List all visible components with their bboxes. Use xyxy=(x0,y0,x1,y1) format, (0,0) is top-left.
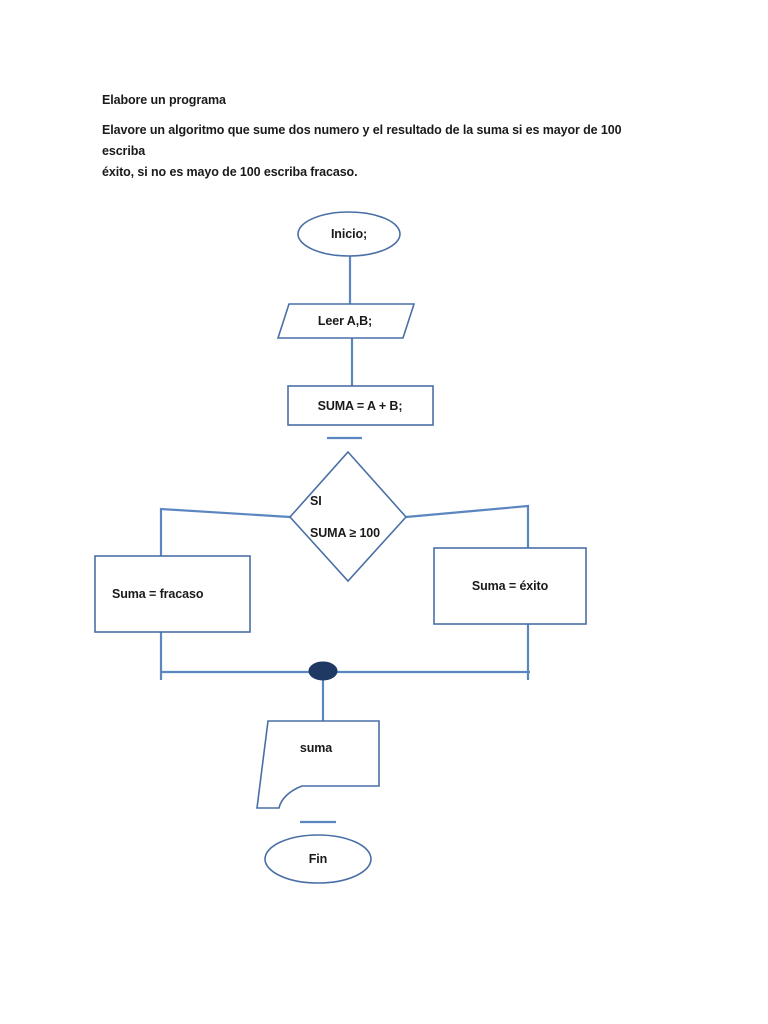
node-decision-label-line-2: SUMA ≥ 100 xyxy=(310,526,380,540)
parallelogram-shape xyxy=(276,303,416,339)
output-shape xyxy=(256,720,380,809)
node-fracaso-label: Suma = fracaso xyxy=(112,587,204,601)
node-merge xyxy=(308,661,338,681)
diamond-shape xyxy=(288,450,408,583)
node-decision-label-line-1: SI xyxy=(310,494,322,508)
process-shape xyxy=(433,547,587,625)
node-exito-label: Suma = éxito xyxy=(472,579,549,593)
node-suma-label: SUMA = A + B; xyxy=(318,399,403,413)
problem-statement: Elavore un algoritmo que sume dos numero… xyxy=(102,120,662,183)
page-title: Elabore un programa xyxy=(102,93,226,107)
node-suma[interactable]: SUMA = A + B; xyxy=(287,385,434,426)
merge-dot-shape xyxy=(308,661,338,681)
node-fin[interactable]: Fin xyxy=(264,834,372,884)
problem-statement-line-1: Elavore un algoritmo que sume dos numero… xyxy=(102,123,622,158)
node-fin-label: Fin xyxy=(309,852,327,866)
problem-statement-line-2: éxito, si no es mayo de 100 escriba frac… xyxy=(102,165,358,179)
node-decision[interactable]: SI SUMA ≥ 100 xyxy=(288,450,408,583)
node-inicio[interactable]: Inicio; xyxy=(297,211,401,257)
node-fracaso[interactable]: Suma = fracaso xyxy=(94,555,251,633)
process-shape xyxy=(287,385,434,426)
terminator-shape xyxy=(297,211,401,257)
node-exito[interactable]: Suma = éxito xyxy=(433,547,587,625)
node-salida[interactable]: suma xyxy=(256,720,380,809)
node-leer-label: Leer A,B; xyxy=(318,314,372,328)
node-salida-label: suma xyxy=(300,741,333,755)
node-leer[interactable]: Leer A,B; xyxy=(276,303,416,339)
terminator-shape xyxy=(264,834,372,884)
node-inicio-label: Inicio; xyxy=(331,227,367,241)
process-shape xyxy=(94,555,251,633)
